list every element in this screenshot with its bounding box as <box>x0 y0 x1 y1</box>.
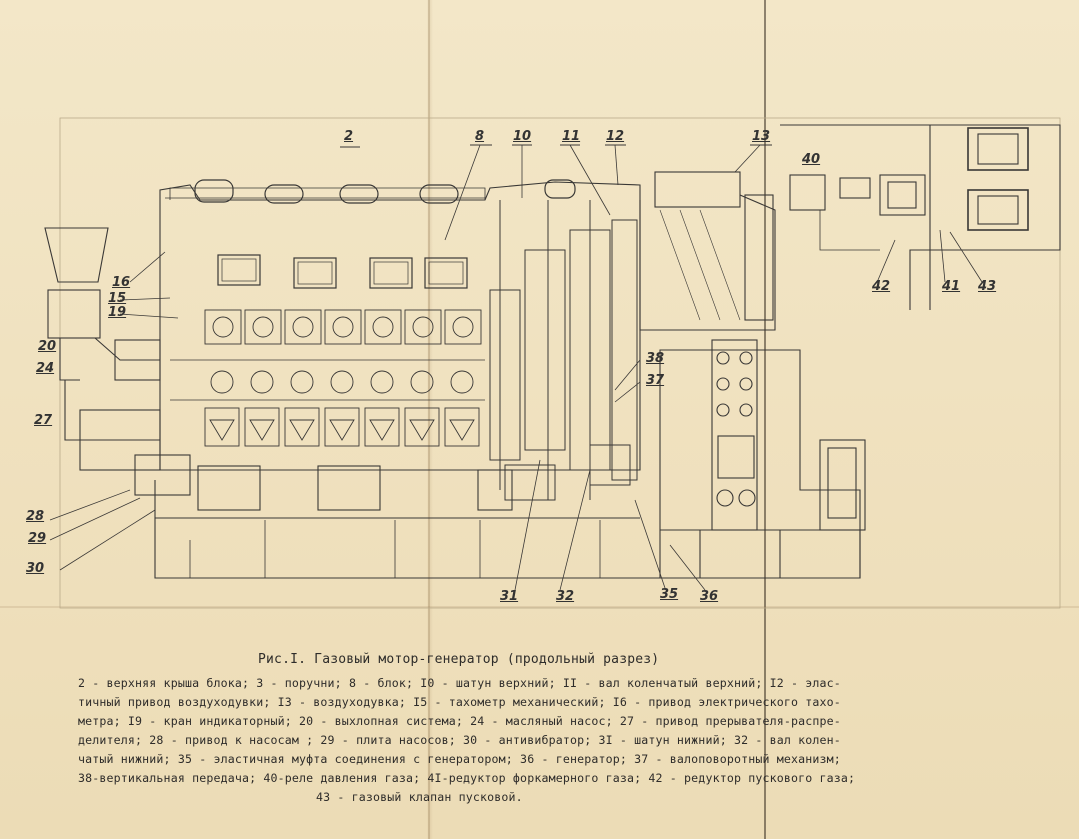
callout-13: 13 <box>752 129 771 144</box>
callout-40: 40 <box>802 152 821 167</box>
legend-line: тичный привод воздуходувки; I3 - воздухо… <box>78 695 841 709</box>
callout-27: 27 <box>34 413 53 428</box>
legend-line: чатый нижний; 35 - эластичная муфта соед… <box>78 752 841 766</box>
callout-20: 20 <box>38 339 57 354</box>
callout-19: 19 <box>108 305 127 320</box>
callout-24: 24 <box>36 361 55 376</box>
legend-line: 43 - газовый клапан пусковой. <box>316 790 523 804</box>
legend-line: метра; I9 - кран индикаторный; 20 - выхл… <box>78 714 841 728</box>
callout-12: 12 <box>606 129 625 144</box>
callout-16: 16 <box>112 275 131 290</box>
callout-43: 43 <box>978 279 997 294</box>
callout-42: 42 <box>872 279 891 294</box>
callout-41: 41 <box>942 279 961 294</box>
figure-caption-title: Рис.I. Газовый мотор-генератор (продольн… <box>258 652 660 667</box>
callout-29: 29 <box>28 531 47 546</box>
callout-36: 36 <box>700 589 719 604</box>
fold-line <box>428 0 430 839</box>
legend-line: 2 - верхняя крыша блока; 3 - поручни; 8 … <box>78 676 841 690</box>
callout-15: 15 <box>108 291 127 306</box>
legend-line: 38-вертикальная передача; 40-реле давлен… <box>78 771 856 785</box>
callout-35: 35 <box>660 587 679 602</box>
legend-line: делителя; 28 - привод к насосам ; 29 - п… <box>78 733 841 747</box>
callout-32: 32 <box>556 589 575 604</box>
callout-8: 8 <box>475 129 485 144</box>
callout-2: 2 <box>344 129 354 144</box>
callout-37: 37 <box>646 373 665 388</box>
callout-30: 30 <box>26 561 45 576</box>
callout-10: 10 <box>513 129 532 144</box>
fold-line <box>764 0 766 839</box>
callout-11: 11 <box>562 129 581 144</box>
callout-38: 38 <box>646 351 665 366</box>
callout-28: 28 <box>26 509 45 524</box>
fold-line <box>0 606 1079 608</box>
callout-31: 31 <box>500 589 519 604</box>
